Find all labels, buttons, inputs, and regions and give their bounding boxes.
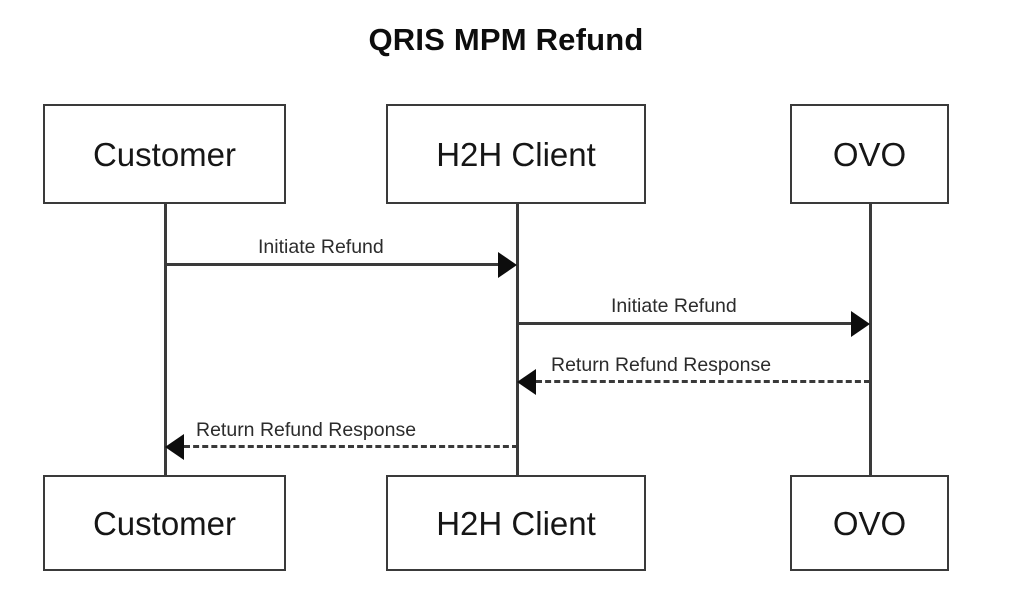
actor-label-h2h-client-bottom: H2H Client	[436, 504, 596, 542]
message-label-return-refund-response-2: Return Refund Response	[196, 419, 417, 441]
actor-box-customer-top[interactable]: Customer	[43, 104, 286, 204]
actor-box-ovo-top[interactable]: OVO	[790, 104, 949, 204]
lifeline-customer	[164, 203, 167, 476]
actor-label-customer-top: Customer	[92, 135, 237, 173]
actor-box-customer-bottom[interactable]: Customer	[43, 475, 286, 571]
lifeline-h2h-client	[516, 203, 519, 476]
arrowhead-right-icon-1	[498, 252, 517, 278]
actor-label-customer-bottom: Customer	[92, 504, 237, 542]
message-line-3	[536, 380, 870, 383]
lifeline-ovo	[869, 203, 872, 476]
message-label-initiate-refund-1: Initiate Refund	[258, 236, 384, 258]
message-line-4	[184, 445, 518, 448]
arrowhead-left-icon-3	[517, 369, 536, 395]
actor-label-h2h-client-top: H2H Client	[436, 135, 596, 173]
message-label-return-refund-response-1: Return Refund Response	[551, 354, 772, 376]
message-label-initiate-refund-2: Initiate Refund	[611, 295, 737, 317]
actor-box-h2h-client-bottom[interactable]: H2H Client	[386, 475, 646, 571]
arrowhead-right-icon-2	[851, 311, 870, 337]
actor-label-ovo-bottom: OVO	[832, 504, 907, 542]
actor-box-h2h-client-top[interactable]: H2H Client	[386, 104, 646, 204]
actor-label-ovo-top: OVO	[832, 135, 907, 173]
actor-box-ovo-bottom[interactable]: OVO	[790, 475, 949, 571]
arrowhead-left-icon-4	[165, 434, 184, 460]
message-line-1	[165, 263, 498, 266]
message-line-2	[517, 322, 851, 325]
page-title: QRIS MPM Refund	[368, 22, 644, 57]
